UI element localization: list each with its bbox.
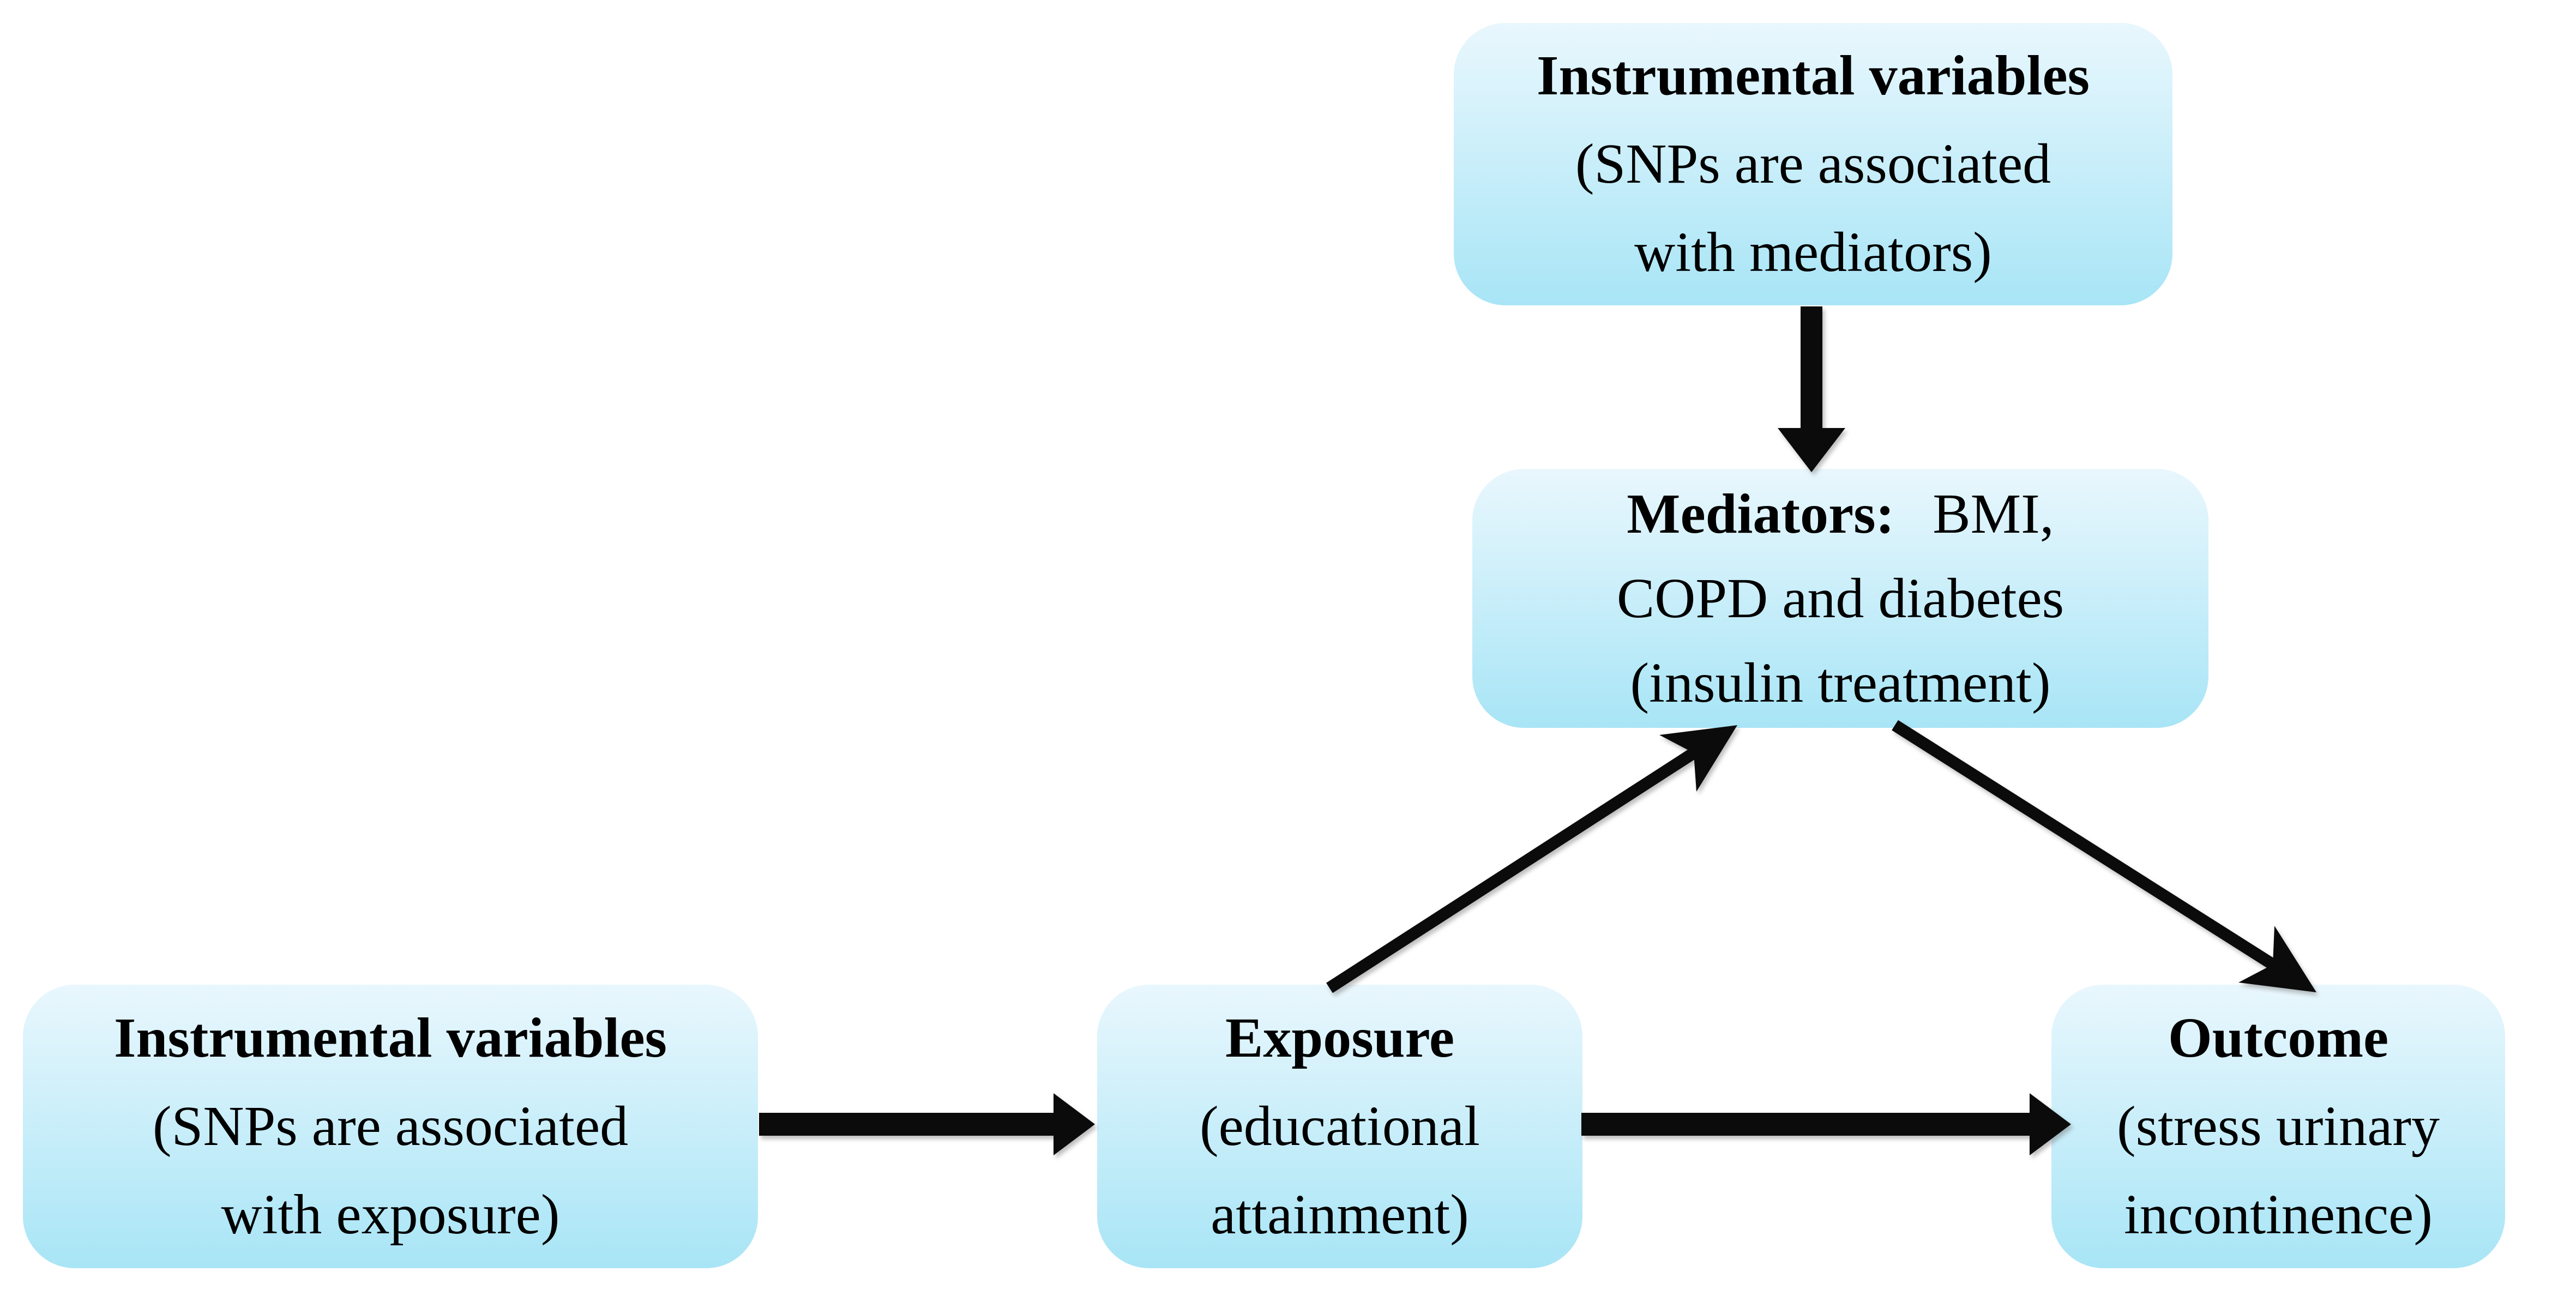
arrow-iv-to-mediators xyxy=(1778,306,1845,472)
node-title-line: Mediators: BMI, xyxy=(1627,472,2054,556)
node-line: (insulin treatment) xyxy=(1630,652,2051,714)
node-line: (educational xyxy=(1200,1095,1480,1158)
arrow-iv-to-exposure xyxy=(759,1093,1095,1155)
node-line: incontinence) xyxy=(2124,1183,2433,1246)
node-line: (stress urinary xyxy=(2116,1095,2440,1158)
node-line: COPD and diabetes xyxy=(1616,567,2065,630)
node-instrumental-variables-mediators: Instrumental variables (SNPs are associa… xyxy=(1454,23,2172,305)
node-instrumental-variables-exposure: Instrumental variables (SNPs are associa… xyxy=(23,985,758,1268)
node-title: Instrumental variables xyxy=(114,1006,667,1069)
arrow-exposure-to-mediators xyxy=(1326,725,1737,993)
node-outcome: Outcome (stress urinary incontinence) xyxy=(2051,985,2505,1268)
node-title: Exposure xyxy=(1225,1006,1454,1069)
node-title-suffix: BMI, xyxy=(1933,483,2054,545)
node-line: (SNPs are associated xyxy=(1575,132,2051,195)
node-title: Outcome xyxy=(2168,1006,2389,1069)
node-line: (SNPs are associated xyxy=(152,1095,629,1158)
arrow-exposure-to-outcome xyxy=(1581,1093,2071,1155)
node-line: with exposure) xyxy=(221,1183,560,1246)
node-line: with mediators) xyxy=(1634,221,1992,284)
arrow-mediators-to-outcome xyxy=(1892,720,2316,992)
node-title: Mediators: xyxy=(1627,483,1895,545)
node-exposure: Exposure (educational attainment) xyxy=(1097,985,1582,1268)
node-line: attainment) xyxy=(1211,1183,1469,1246)
node-title: Instrumental variables xyxy=(1537,44,2090,107)
node-mediators: Mediators: BMI, COPD and diabetes (insuli… xyxy=(1472,469,2208,728)
